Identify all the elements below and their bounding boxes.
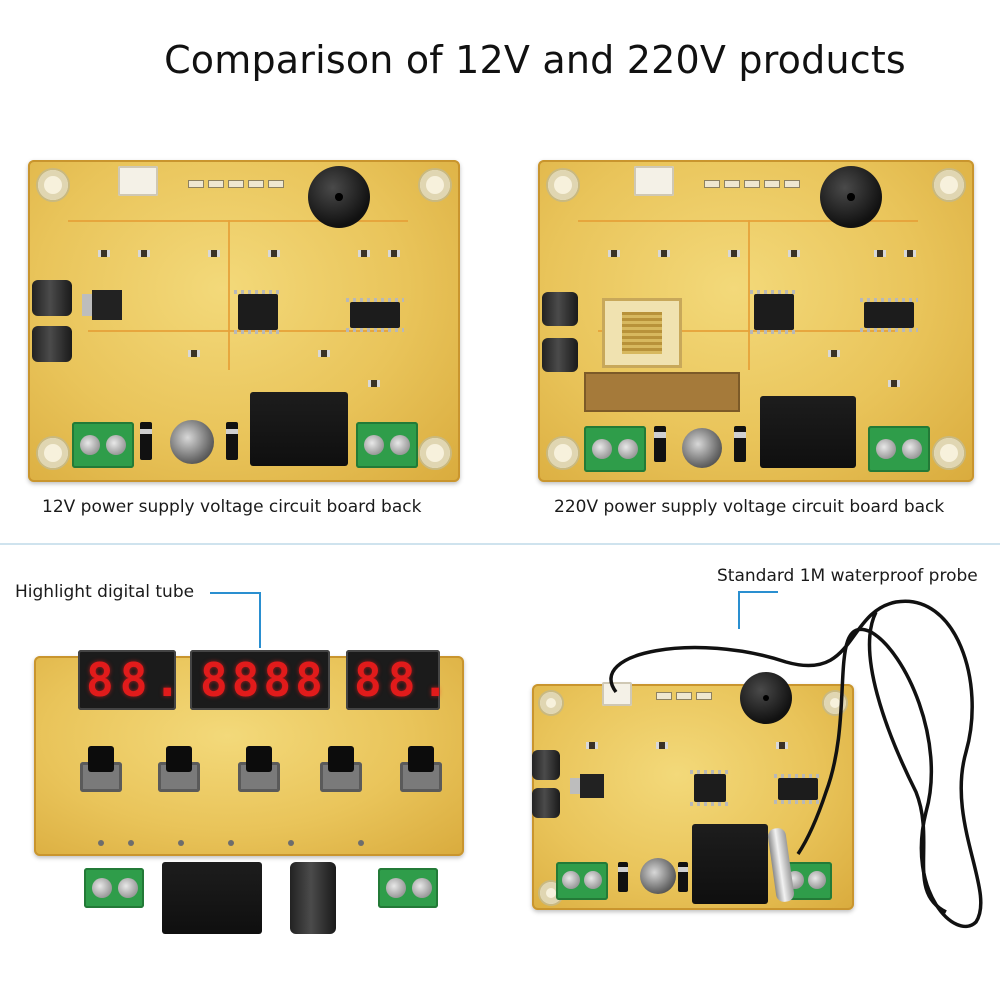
- relay: [760, 396, 856, 468]
- digital-tube-left: 88.: [78, 650, 181, 710]
- relay: [692, 824, 768, 904]
- mount-hole: [420, 438, 450, 468]
- push-button: [246, 746, 272, 772]
- caption-digital-tube: Highlight digital tube: [15, 582, 195, 602]
- capacitor: [532, 750, 560, 780]
- sensor-connector: [634, 166, 674, 196]
- capacitor: [290, 862, 336, 934]
- capacitor: [640, 858, 676, 894]
- callout-line: [210, 592, 260, 594]
- display-digits: 8888: [200, 653, 327, 707]
- board-probe-photo: [526, 592, 1000, 932]
- buzzer: [308, 166, 370, 228]
- board-front-photo: 88. 8888 88.: [28, 650, 472, 940]
- section-divider: [0, 543, 1000, 545]
- diode: [140, 422, 152, 460]
- push-button: [166, 746, 192, 772]
- callout-line: [738, 591, 778, 593]
- ic-chip: [750, 290, 798, 334]
- relay: [162, 862, 262, 934]
- voltage-regulator: [570, 774, 604, 798]
- caption-probe: Standard 1M waterproof probe: [717, 566, 978, 586]
- buzzer: [820, 166, 882, 228]
- mount-hole: [934, 438, 964, 468]
- probe-cable-path: [609, 599, 983, 929]
- mount-hole: [38, 170, 68, 200]
- digital-tube-right: 88.: [346, 650, 449, 710]
- ic-chip: [860, 298, 918, 332]
- board-220v-photo: [538, 160, 974, 482]
- diode: [678, 862, 688, 892]
- diode: [618, 862, 628, 892]
- board-12v-photo: [28, 160, 460, 482]
- mount-hole: [934, 170, 964, 200]
- mount-hole: [38, 438, 68, 468]
- ic-chip: [690, 770, 730, 806]
- capacitor: [532, 788, 560, 818]
- callout-line: [259, 592, 261, 648]
- sensor-connector: [602, 682, 632, 706]
- page-title: Comparison of 12V and 220V products: [164, 38, 906, 82]
- push-button: [328, 746, 354, 772]
- power-module-board: [584, 372, 740, 412]
- diode: [654, 426, 666, 462]
- sensor-connector: [118, 166, 158, 196]
- push-button: [88, 746, 114, 772]
- display-digits: 88.: [354, 653, 456, 707]
- transformer: [602, 298, 682, 368]
- caption-12v-board: 12V power supply voltage circuit board b…: [42, 497, 422, 517]
- push-button: [408, 746, 434, 772]
- diode: [226, 422, 238, 460]
- mount-hole: [420, 170, 450, 200]
- capacitor: [32, 326, 72, 362]
- capacitor: [170, 420, 214, 464]
- caption-220v-board: 220V power supply voltage circuit board …: [554, 497, 945, 517]
- callout-line: [738, 591, 740, 629]
- capacitor: [32, 280, 72, 316]
- ic-chip: [774, 774, 822, 804]
- ic-chip: [234, 290, 282, 334]
- display-digits: 88.: [86, 653, 188, 707]
- capacitor: [542, 338, 578, 372]
- voltage-regulator: [82, 290, 122, 320]
- probe-cable: [609, 599, 983, 929]
- capacitor: [682, 428, 722, 468]
- diode: [734, 426, 746, 462]
- mount-hole: [540, 692, 562, 714]
- capacitor: [542, 292, 578, 326]
- buzzer: [740, 672, 792, 724]
- mount-hole: [548, 170, 578, 200]
- digital-tube-middle: 8888: [190, 650, 330, 710]
- ic-chip: [346, 298, 404, 332]
- mount-hole: [548, 438, 578, 468]
- relay: [250, 392, 348, 466]
